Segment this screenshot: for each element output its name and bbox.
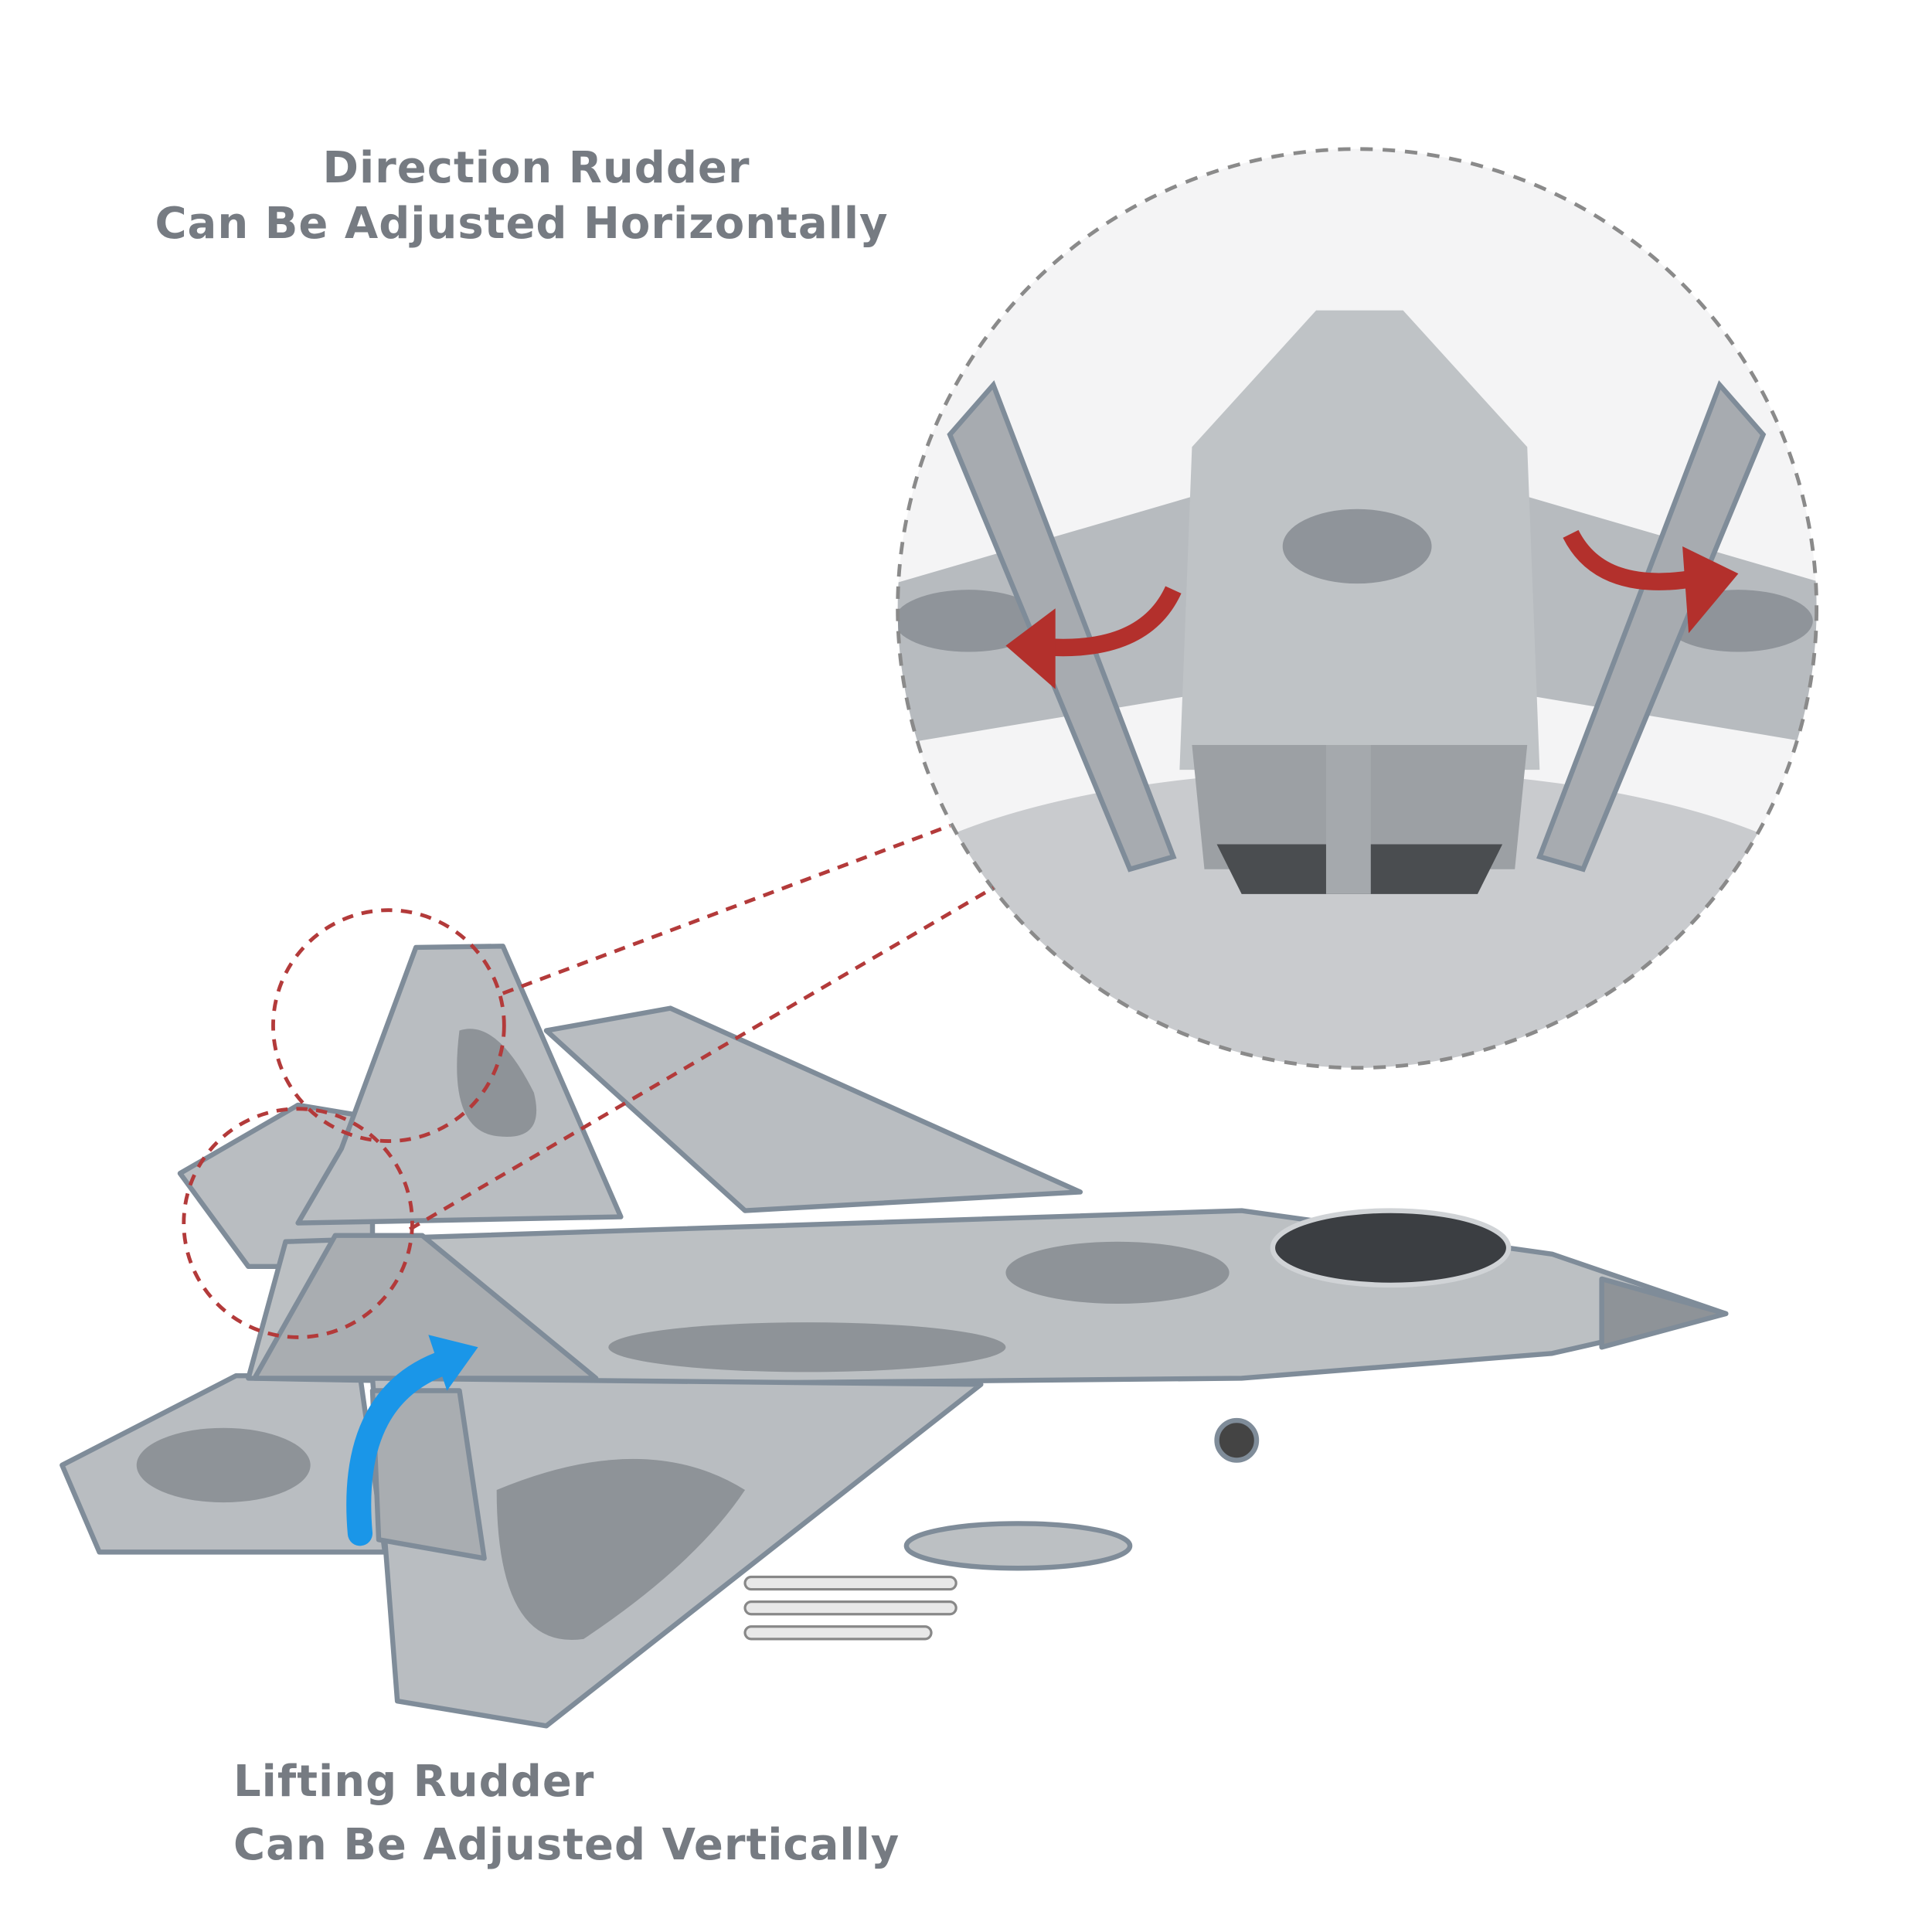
red-curved-arrow-left	[1029, 586, 1182, 657]
lifting-rudder-subtitle: Can Be Adjusted Vertically	[233, 1820, 900, 1870]
lifting-rudder-title: Lifting Rudder	[233, 1757, 595, 1807]
direction-rudder-subtitle: Can Be Adjusted Horizontally	[155, 199, 889, 249]
direction-rudder-title: Direction Rudder	[322, 143, 750, 193]
zoom-circle	[896, 147, 1819, 1070]
zoom-detail-rear-view	[896, 147, 1819, 1070]
blue-curved-arrow-up	[346, 1347, 466, 1546]
red-curved-arrow-right	[1563, 529, 1703, 590]
f22-model	[60, 944, 1729, 1729]
callout-markers	[182, 824, 995, 1339]
